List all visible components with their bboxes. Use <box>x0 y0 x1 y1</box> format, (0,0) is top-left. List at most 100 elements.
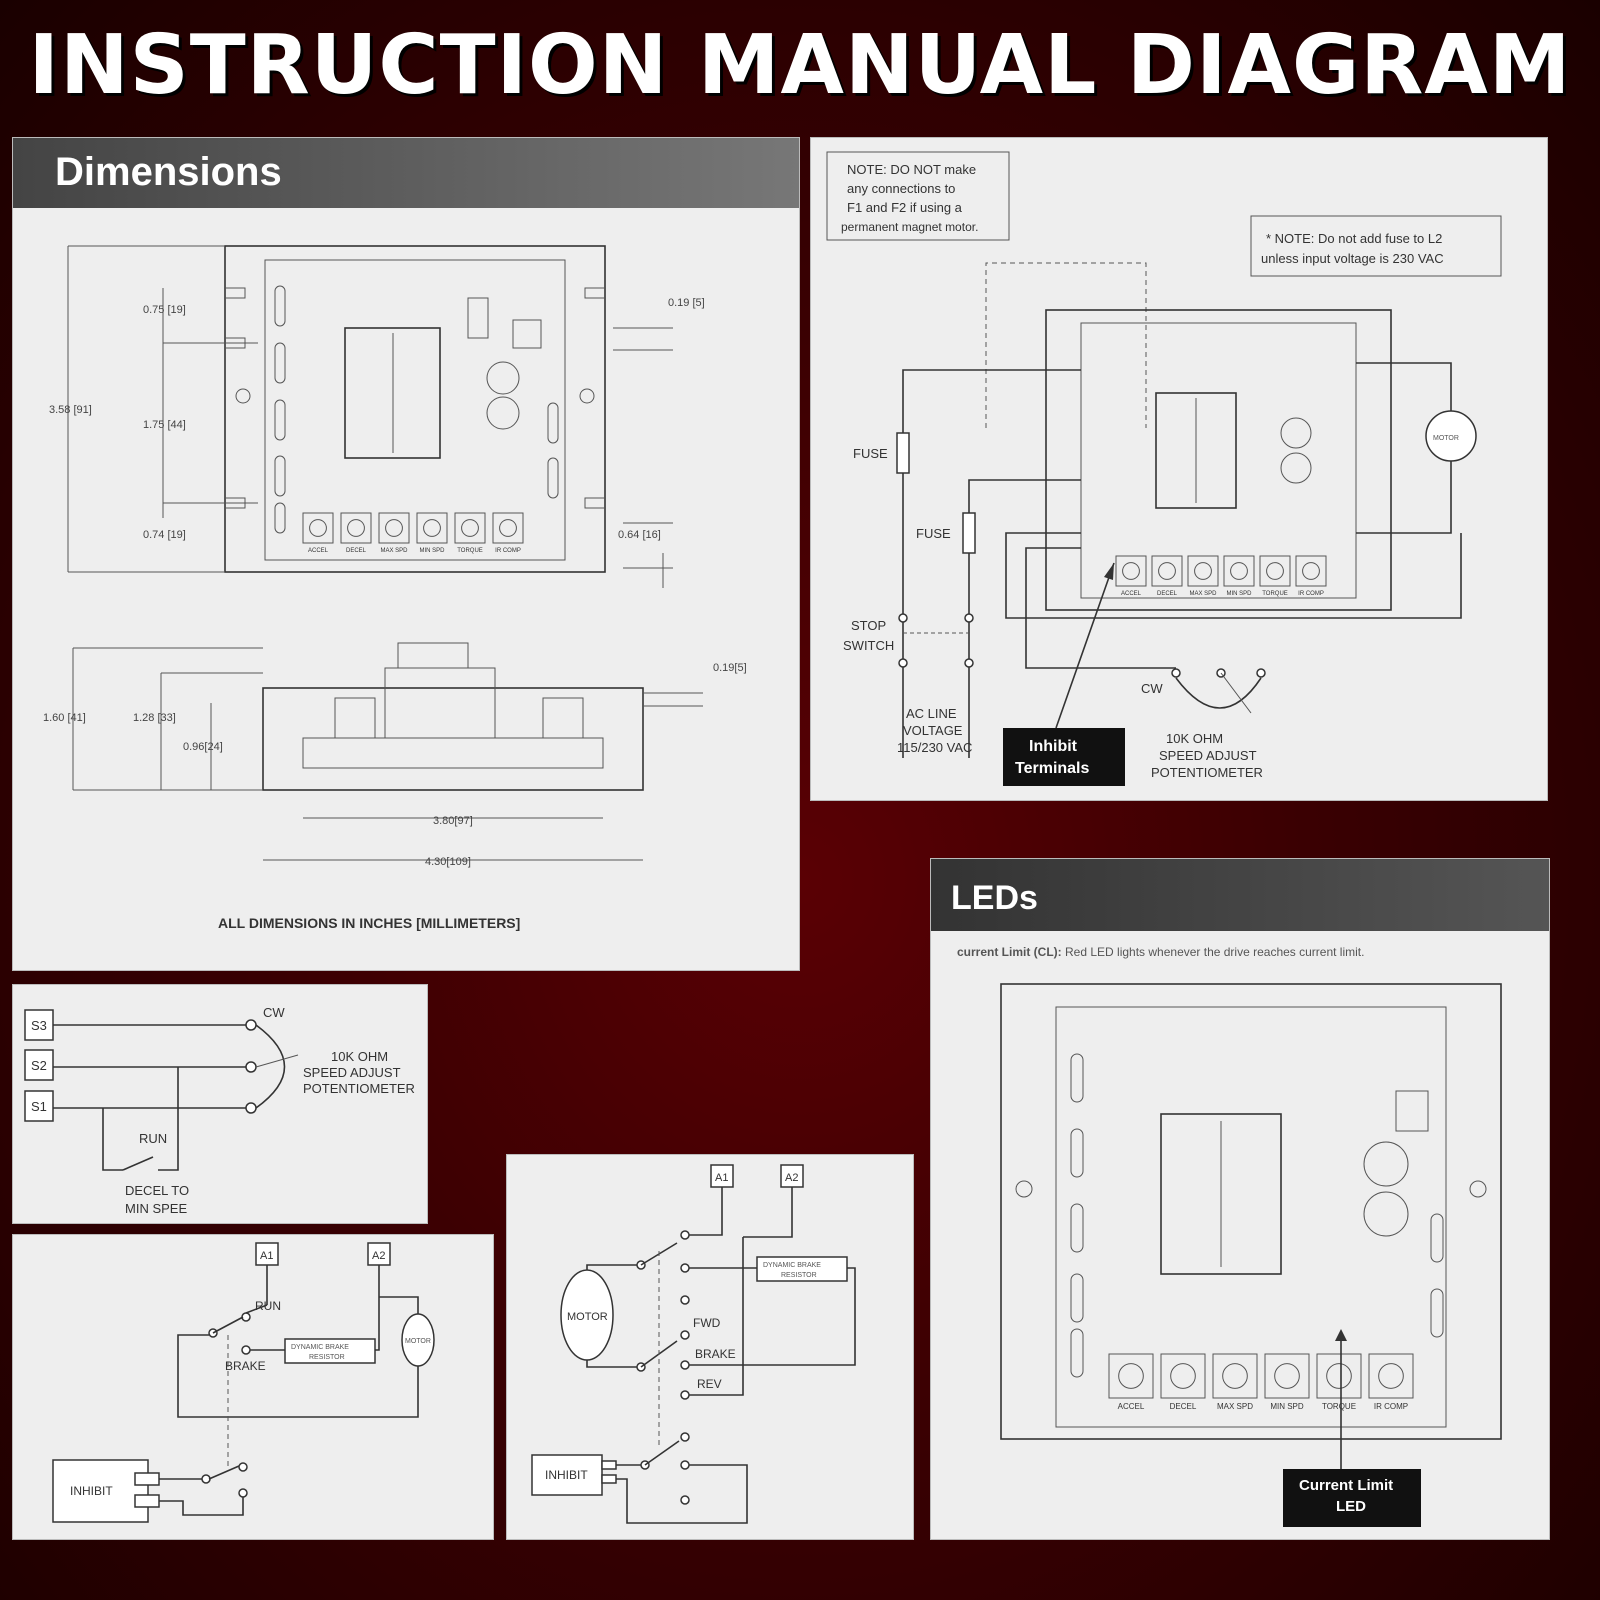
stop-switch-line2: SWITCH <box>843 638 894 653</box>
terminal-s1: S1 <box>31 1099 47 1114</box>
dimensions-heading: Dimensions <box>55 150 282 194</box>
wiring-pot-line2: SPEED ADJUST <box>1159 748 1257 763</box>
note1-line3: F1 and F2 if using a <box>847 200 963 215</box>
trim-pot-label: MIN SPD <box>419 548 445 554</box>
dimensions-footer: ALL DIMENSIONS IN INCHES [MILLIMETERS] <box>218 915 520 931</box>
trim-pot-accel <box>1115 555 1147 587</box>
rev-rev: REV <box>697 1377 722 1391</box>
trim-pot-ir-comp <box>1295 555 1327 587</box>
trim-pot-knob <box>1274 1363 1300 1389</box>
trim-pot-label: DECEL <box>346 548 367 554</box>
rev-fwd: FWD <box>693 1316 721 1330</box>
dim-label-0.19-side: 0.19[5] <box>713 662 747 674</box>
trim-pot-knob <box>499 519 517 537</box>
terminal-s3: S3 <box>31 1018 47 1033</box>
wiring-panel: NOTE: DO NOT make any connections to F1 … <box>810 137 1548 801</box>
rev-resistor-1: DYNAMIC BRAKE <box>763 1262 821 1269</box>
note1-line1: NOTE: DO NOT make <box>847 162 976 177</box>
ac-line-2: VOLTAGE <box>903 723 963 738</box>
trim-pot-knob <box>1194 562 1212 580</box>
trim-pot-label: ACCEL <box>1118 1402 1145 1411</box>
dim-label-0.96: 0.96[24] <box>183 741 223 753</box>
dim-label-0.64: 0.64 [16] <box>618 529 661 541</box>
note1-line4: permanent magnet motor. <box>841 220 978 234</box>
ac-line-3: 115/230 VAC <box>897 740 972 755</box>
rev-a2: A2 <box>785 1172 798 1184</box>
trim-pot-torque <box>1316 1353 1362 1399</box>
trim-pot-knob <box>1122 562 1140 580</box>
brake-motor: MOTOR <box>405 1338 431 1345</box>
trim-pot-knob <box>1230 562 1248 580</box>
brake-a1: A1 <box>260 1250 273 1262</box>
trim-pot-label: TORQUE <box>457 548 483 554</box>
trim-pot-max-spd <box>378 512 410 544</box>
dim-label-1.28: 1.28 [33] <box>133 712 176 724</box>
note2-line1: * NOTE: Do not add fuse to L2 <box>1266 231 1442 246</box>
leds-description: current Limit (CL): Red LED lights whene… <box>957 945 1364 959</box>
trim-pot-accel <box>302 512 334 544</box>
trim-pot-ir-comp <box>492 512 524 544</box>
leds-desc-bold: current Limit (CL): <box>957 945 1062 959</box>
dimensions-header: Dimensions <box>13 138 799 208</box>
leds-heading: LEDs <box>951 879 1038 917</box>
dim-label-1.75: 1.75 [44] <box>143 419 186 431</box>
trim-pot-knob <box>385 519 403 537</box>
wiring-cw-label: CW <box>1141 681 1163 696</box>
trim-pot-label: MAX SPD <box>1217 1402 1253 1411</box>
rev-brake: BRAKE <box>695 1347 736 1361</box>
trim-pot-decel <box>1151 555 1183 587</box>
dim-label-3.80: 3.80[97] <box>433 815 473 827</box>
pot-label-3: POTENTIOMETER <box>303 1081 415 1096</box>
decel-label-2: MIN SPEE <box>125 1201 187 1216</box>
run-label: RUN <box>139 1131 167 1146</box>
dimensions-panel: Dimensions ACCEL DECEL MAX SPD MIN SPD TORQU… <box>12 137 800 971</box>
ac-line-1: AC LINE <box>906 706 957 721</box>
trim-pot-accel <box>1108 1353 1154 1399</box>
rev-a1: A1 <box>715 1172 728 1184</box>
stop-switch-line1: STOP <box>851 618 886 633</box>
trim-pot-label: ACCEL <box>1121 591 1142 597</box>
brake-resistor-1: DYNAMIC BRAKE <box>291 1344 349 1351</box>
trim-pot-torque <box>454 512 486 544</box>
leds-header: LEDs <box>931 859 1549 931</box>
trim-pot-knob <box>1222 1363 1248 1389</box>
pot-label-1: 10K OHM <box>331 1049 388 1064</box>
trim-pot-min-spd <box>1223 555 1255 587</box>
decel-label-1: DECEL TO <box>125 1183 189 1198</box>
reversing-diagram-drawing: A1 A2 MOTOR DYNAMIC BRAKE RESISTOR FWD B… <box>531 1164 856 1524</box>
fuse-label-2: FUSE <box>916 526 951 541</box>
current-limit-line1: Current Limit <box>1299 1477 1393 1494</box>
rev-motor: MOTOR <box>567 1311 608 1323</box>
trim-pot-label: DECEL <box>1170 1402 1197 1411</box>
wiring-drawing: NOTE: DO NOT make any connections to F1 … <box>826 151 1502 786</box>
note1-line2: any connections to <box>847 181 955 196</box>
trim-pot-label: DECEL <box>1157 591 1178 597</box>
note2-line2: unless input voltage is 230 VAC <box>1261 251 1444 266</box>
trim-pot-label: TORQUE <box>1262 591 1288 597</box>
trim-pot-knob <box>1170 1363 1196 1389</box>
trim-pot-knob <box>309 519 327 537</box>
trim-pot-knob <box>1266 562 1284 580</box>
pot-diagram-drawing: S3 S2 S1 CW 10K OHM SPEED ADJUST POTENTI… <box>24 1005 415 1216</box>
page-title: INSTRUCTION MANUAL DIAGRAM <box>28 18 1572 113</box>
pot-cw-label: CW <box>263 1005 285 1020</box>
wiring-pot-line1: 10K OHM <box>1166 731 1223 746</box>
rev-inhibit: INHIBIT <box>545 1468 588 1482</box>
dim-label-4.30: 4.30[109] <box>425 856 471 868</box>
brake-diagram-drawing: A1 A2 RUN BRAKE DYNAMIC BRAKE RESISTOR M… <box>52 1242 435 1523</box>
trim-pot-label: MAX SPD <box>380 548 408 554</box>
trim-pot-knob <box>1378 1363 1404 1389</box>
dim-label-0.19-top: 0.19 [5] <box>668 297 705 309</box>
dim-label-0.74: 0.74 [19] <box>143 529 186 541</box>
brake-a2: A2 <box>372 1250 385 1262</box>
current-limit-line2: LED <box>1336 1498 1366 1515</box>
pot-label-2: SPEED ADJUST <box>303 1065 401 1080</box>
trim-pot-label: ACCEL <box>308 548 329 554</box>
trim-pot-knob <box>1118 1363 1144 1389</box>
brake-diagram-panel: A1 A2 RUN BRAKE DYNAMIC BRAKE RESISTOR M… <box>12 1234 494 1540</box>
trim-pot-label: MIN SPD <box>1270 1402 1304 1411</box>
trim-pot-knob <box>1158 562 1176 580</box>
wiring-pot-line3: POTENTIOMETER <box>1151 765 1263 780</box>
